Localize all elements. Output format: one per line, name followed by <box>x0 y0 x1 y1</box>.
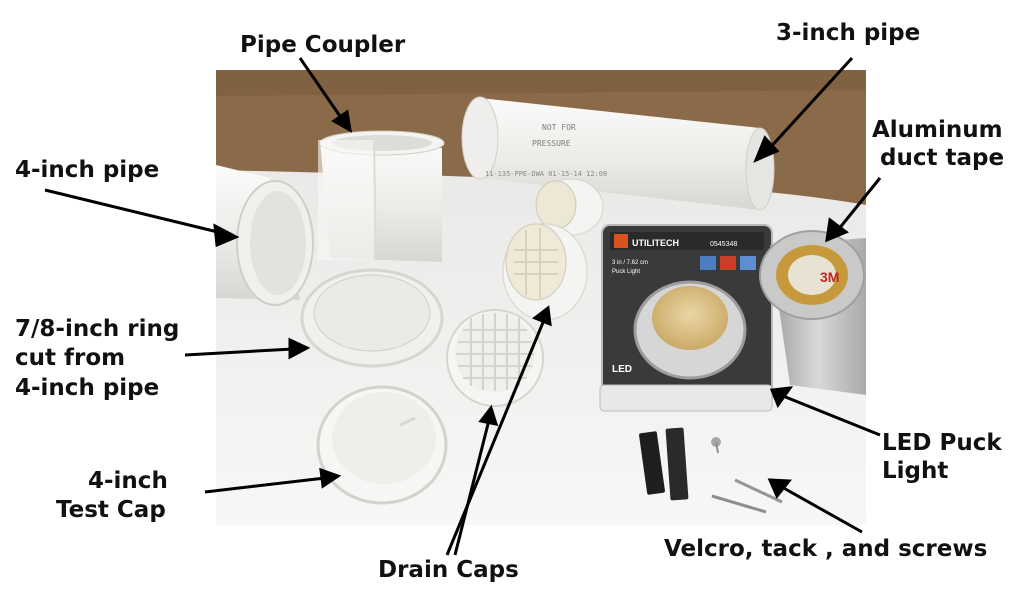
tack-and-screws <box>711 437 783 514</box>
label-drain-caps: Drain Caps <box>378 557 519 583</box>
package-subtitle: Puck Light <box>612 269 640 275</box>
label-four-inch-pipe: 4-inch pipe <box>15 157 160 183</box>
drain-cap-middle <box>502 223 588 321</box>
package-title: 3 in / 7.62 cm <box>612 260 648 266</box>
pipe-ring <box>300 268 444 368</box>
label-ring-2: cut from <box>15 345 126 371</box>
label-three-inch-pipe: 3-inch pipe <box>776 20 921 46</box>
package-led-badge: LED <box>612 364 632 375</box>
velcro-strips <box>639 427 689 501</box>
aluminum-duct-tape: 3M <box>759 230 866 395</box>
led-puck-light-package: UTILITECH 0545348 3 in / 7.62 cm Puck Li… <box>599 224 773 412</box>
package-model: 0545348 <box>710 241 737 248</box>
four-inch-pipe <box>216 165 314 306</box>
label-led-1: LED Puck <box>882 430 1002 456</box>
test-cap <box>316 385 448 505</box>
label-test-cap-1: 4-inch <box>88 468 168 494</box>
label-aluminum-tape-1: Aluminum <box>872 117 1003 143</box>
pipe-coupler <box>318 130 445 262</box>
pipe-print-3: 11-135-PPE-DWA 01-15-14 12:08 <box>485 170 607 178</box>
label-aluminum-tape-2: duct tape <box>880 145 1005 171</box>
label-ring-3: 4-inch pipe <box>15 375 160 401</box>
package-brand: UTILITECH <box>632 238 679 248</box>
label-velcro-tack-screws: Velcro, tack , and screws <box>664 536 988 562</box>
pipe-print-2: PRESSURE <box>532 139 571 148</box>
drain-cap-back <box>535 178 604 236</box>
label-test-cap-2: Test Cap <box>56 497 166 523</box>
callout-arrows <box>44 56 882 556</box>
tape-logo: 3M <box>820 269 839 285</box>
label-pipe-coupler: Pipe Coupler <box>240 32 406 58</box>
label-ring-1: 7/8-inch ring <box>15 316 180 342</box>
label-led-2: Light <box>882 458 949 484</box>
pipe-print-1: NOT FOR <box>542 123 576 132</box>
